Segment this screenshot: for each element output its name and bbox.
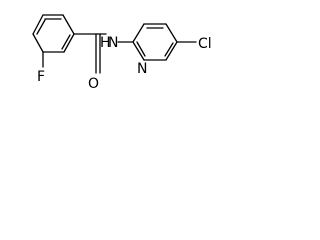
benzene-ring: [32, 14, 75, 53]
fluorine-label: F: [37, 69, 45, 85]
molecule-diagram: F O N H N: [32, 14, 212, 92]
chlorine-substituent: Cl: [176, 36, 212, 52]
fluorine-substituent: F: [37, 51, 45, 85]
pyridine-ring: N: [132, 23, 178, 77]
chlorine-label: Cl: [198, 36, 212, 52]
carbonyl-oxygen-label: O: [88, 76, 99, 92]
structure-canvas: F O N H N: [0, 0, 230, 120]
pyridine-nitrogen-label: N: [137, 61, 147, 77]
amide-group: O N H: [73, 33, 118, 92]
amide-hydrogen-label: H: [100, 35, 111, 51]
amide-nitrogen-label: N: [108, 35, 118, 51]
